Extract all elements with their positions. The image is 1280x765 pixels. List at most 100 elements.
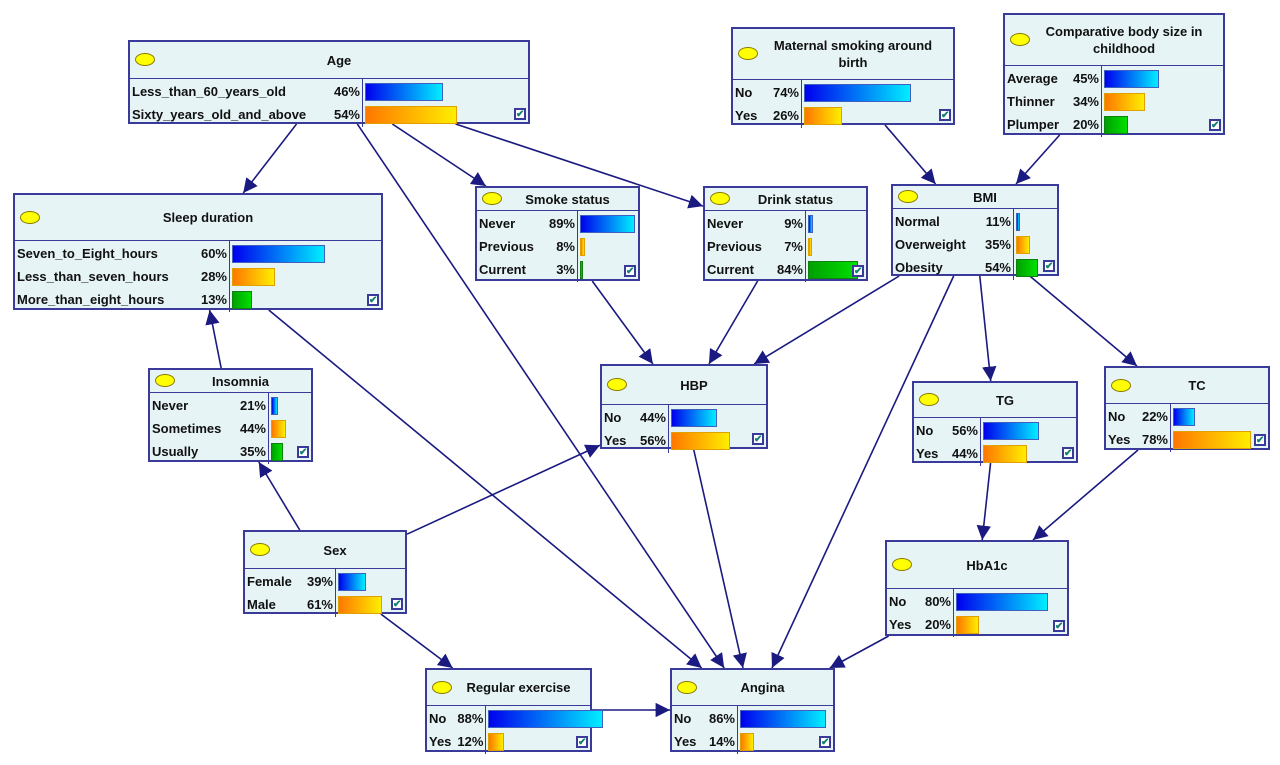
- node-header[interactable]: Comparative body size in childhood: [1005, 15, 1223, 66]
- edge-sex-to-exercise: [380, 613, 454, 669]
- state-label: Thinner: [1007, 94, 1055, 109]
- checked-box-icon[interactable]: ✔: [1254, 434, 1266, 446]
- node-header[interactable]: HbA1c: [887, 542, 1067, 589]
- node-header[interactable]: Maternal smoking around birth: [733, 29, 953, 80]
- checked-box-icon[interactable]: ✔: [297, 446, 309, 458]
- checked-box-icon[interactable]: ✔: [624, 265, 636, 277]
- checked-box-icon[interactable]: ✔: [939, 109, 951, 121]
- node-header[interactable]: Insomnia: [150, 370, 311, 393]
- checked-box-icon[interactable]: ✔: [752, 433, 764, 445]
- state-percent: 84%: [776, 262, 803, 277]
- state-percent: 3%: [556, 262, 575, 277]
- edge-bmi-to-angina: [771, 275, 955, 669]
- node-title: Angina: [740, 680, 785, 695]
- state-percent: 56%: [639, 433, 666, 448]
- probability-bar: [808, 214, 814, 233]
- checked-box-icon[interactable]: ✔: [852, 265, 864, 277]
- checked-box-icon[interactable]: ✔: [367, 294, 379, 306]
- checked-box-icon[interactable]: ✔: [1062, 447, 1074, 459]
- node-header[interactable]: Sex: [245, 532, 405, 569]
- checked-box-icon[interactable]: ✔: [1053, 620, 1065, 632]
- edge-bmi-to-hbp: [753, 275, 900, 365]
- checked-box-icon[interactable]: ✔: [514, 108, 526, 120]
- state-percent: 89%: [548, 216, 575, 231]
- checked-box-icon[interactable]: ✔: [391, 598, 403, 610]
- node-header[interactable]: TC: [1106, 368, 1268, 404]
- checked-box-icon[interactable]: ✔: [576, 736, 588, 748]
- probability-bar: [740, 709, 826, 728]
- node-header[interactable]: BMI: [893, 186, 1057, 209]
- node-header[interactable]: TG: [914, 383, 1076, 418]
- node-header[interactable]: Angina: [672, 670, 833, 706]
- node-header[interactable]: Sleep duration: [15, 195, 381, 241]
- node-header[interactable]: Drink status: [705, 188, 866, 211]
- state-label: Previous: [707, 239, 762, 254]
- probability-bar: [365, 105, 457, 124]
- node-header[interactable]: Regular exercise: [427, 670, 590, 706]
- checked-box-icon[interactable]: ✔: [819, 736, 831, 748]
- state-percent: 74%: [772, 85, 799, 100]
- node-header[interactable]: Age: [130, 42, 528, 79]
- yellow-ellipse-icon: [677, 680, 697, 694]
- checked-box-icon[interactable]: ✔: [1043, 260, 1055, 272]
- probability-bar: [580, 214, 636, 233]
- node-header[interactable]: HBP: [602, 366, 766, 405]
- state-percent: 34%: [1072, 94, 1099, 109]
- state-row[interactable]: Thinner 34%: [1007, 90, 1099, 113]
- checked-box-icon[interactable]: ✔: [1209, 119, 1221, 131]
- node-header[interactable]: Smoke status: [477, 188, 638, 211]
